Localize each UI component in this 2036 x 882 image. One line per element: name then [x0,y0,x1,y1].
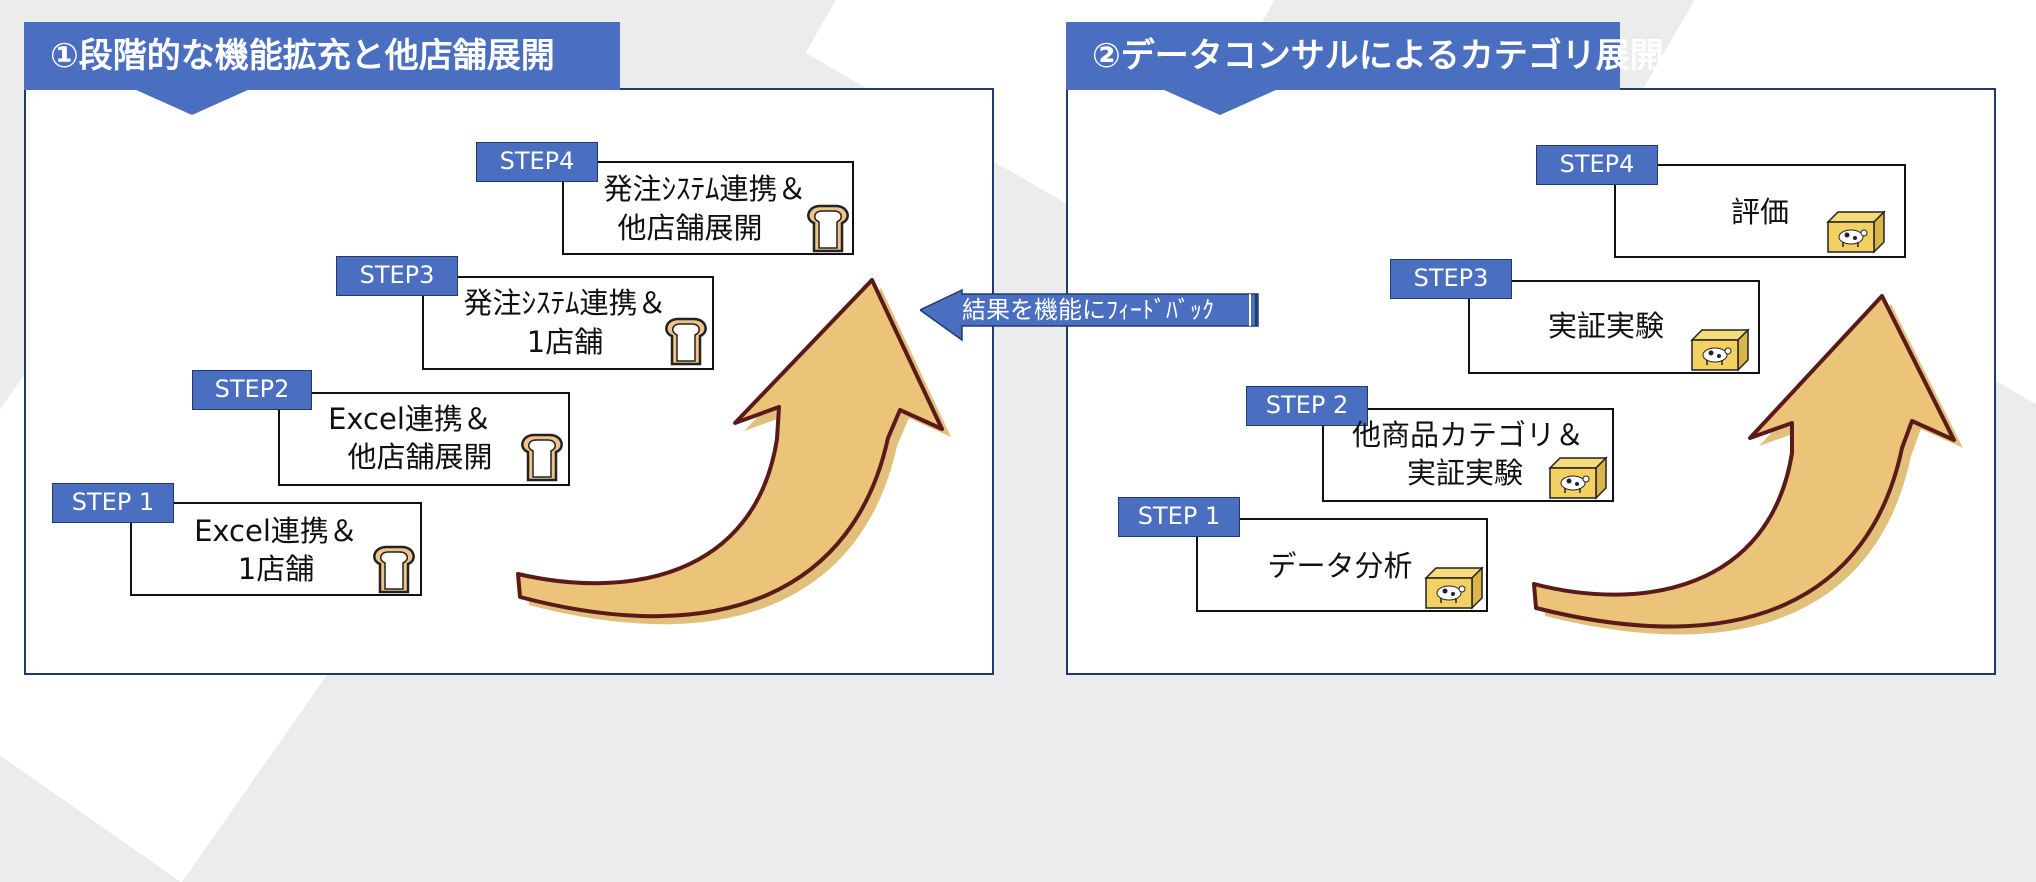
title-pointer [1162,89,1278,115]
step-2-line-1: 他商品カテゴリ＆ [1352,418,1585,452]
step-3-line-1: 発注ｼｽﾃﾑ連携＆ [463,286,667,320]
panel-title: ②データコンサルによるカテゴリ展開 [1066,22,1664,90]
butter-cow-icon [1826,210,1886,254]
step-1-line-1: Excel連携＆ [194,514,358,548]
growth-arrow [1532,294,1963,635]
step-4-line-2: 他店舗展開 [617,211,763,245]
step-2-tag: STEP2 [192,370,312,410]
step-2-line-1: Excel連携＆ [328,402,492,436]
step-4-line-1: 発注ｼｽﾃﾑ連携＆ [603,172,807,206]
step-2-line-2: 他店舗展開 [347,440,493,474]
feedback-arrow [920,288,1259,342]
step-4-line-1: 評価 [1730,195,1789,229]
bread-icon [807,204,849,253]
step-1-line-2: 1店舗 [237,552,315,586]
butter-cow-icon [1424,566,1484,610]
growth-arrow-body [516,278,944,619]
step-3-box [422,276,714,370]
bread-icon [665,317,707,366]
step-3-line-2: 1店舗 [526,325,604,359]
step-2-box [278,392,570,486]
bread-icon [373,545,415,594]
growth-arrow [516,278,951,625]
title-pointer [134,89,250,115]
step-3-box [1468,280,1760,374]
butter-cow-icon [1690,328,1750,372]
step-3-line-1: 実証実験 [1547,309,1664,343]
step-4-tag: STEP4 [1536,145,1658,185]
panel-title: ①段階的な機能拡充と他店舗展開 [24,22,620,90]
step-3-tag: STEP3 [1390,259,1512,299]
step-4-tag: STEP4 [476,142,598,182]
step-3-tag: STEP3 [336,256,458,296]
feedback-label: 結果を機能にﾌｨｰﾄﾞﾊﾞｯｸ [962,296,1214,324]
step-2-tag: STEP 2 [1246,386,1368,426]
step-1-tag: STEP 1 [52,483,174,523]
step-1-tag: STEP 1 [1118,497,1240,537]
step-1-box [130,502,422,596]
step-2-line-2: 実証実験 [1406,456,1523,490]
step-4-box [562,161,854,255]
growth-arrow-body [1532,294,1956,629]
butter-cow-icon [1548,456,1608,500]
bread-icon [521,433,563,482]
step-1-line-1: データ分析 [1267,549,1413,583]
